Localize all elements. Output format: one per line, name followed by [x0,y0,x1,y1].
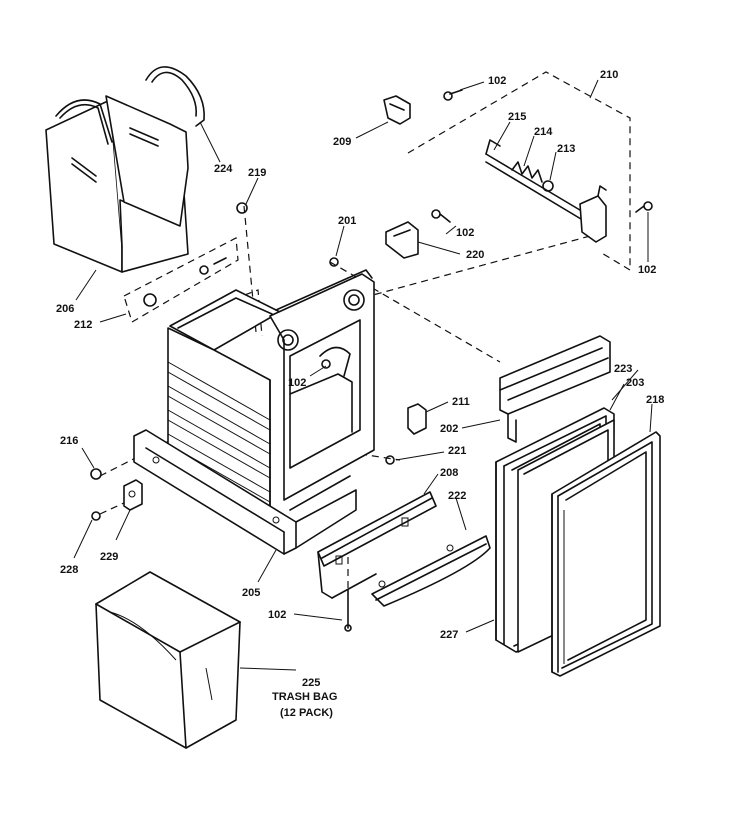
callout-201: 201 [338,215,356,227]
leader-lines [73,79,653,671]
callout-203: 203 [626,377,644,389]
callout-209: 209 [333,136,351,148]
callout-212: 212 [74,319,92,331]
callout-205: 205 [242,587,260,599]
trash-bag-note-line2: (12 PACK) [280,707,333,719]
callout-213: 213 [557,143,575,155]
callout-218: 218 [646,394,664,406]
callout-222: 222 [448,490,466,502]
callout-223: 223 [614,363,632,375]
callout-210: 210 [600,69,618,81]
callout-219: 219 [248,167,266,179]
drawer-front-208 [317,491,437,599]
hardware-screws [90,89,653,632]
callout-102: 102 [488,75,506,87]
callout-221: 221 [448,445,466,457]
callout-208: 208 [440,467,458,479]
trash-bag-225 [95,571,241,749]
callout-216: 216 [60,435,78,447]
callout-102: 102 [456,227,474,239]
callout-214: 214 [534,126,553,138]
trash-bag-note-line1: TRASH BAG [272,691,337,703]
callout-102: 102 [288,377,306,389]
callout-102: 102 [638,264,656,276]
callout-102: 102 [268,609,286,621]
basket-side-panel-224 [105,66,205,227]
callout-228: 228 [60,564,78,576]
callout-220: 220 [466,249,484,261]
callout-206: 206 [56,303,74,315]
callout-225: 225 [302,677,320,689]
callout-labels: 102 210 209 215 214 213 224 219 201 102 … [56,69,664,719]
callout-224: 224 [214,163,233,175]
callout-215: 215 [508,111,526,123]
cabinet-frame-205 [133,269,375,555]
door-bracket-202 [499,335,611,443]
callout-229: 229 [100,551,118,563]
callout-227: 227 [440,629,458,641]
door-trim-218 [551,431,661,677]
callout-202: 202 [440,423,458,435]
drawer-handle-222 [371,535,491,607]
callout-211: 211 [452,396,470,408]
bracket-assembly-parts [383,95,607,259]
